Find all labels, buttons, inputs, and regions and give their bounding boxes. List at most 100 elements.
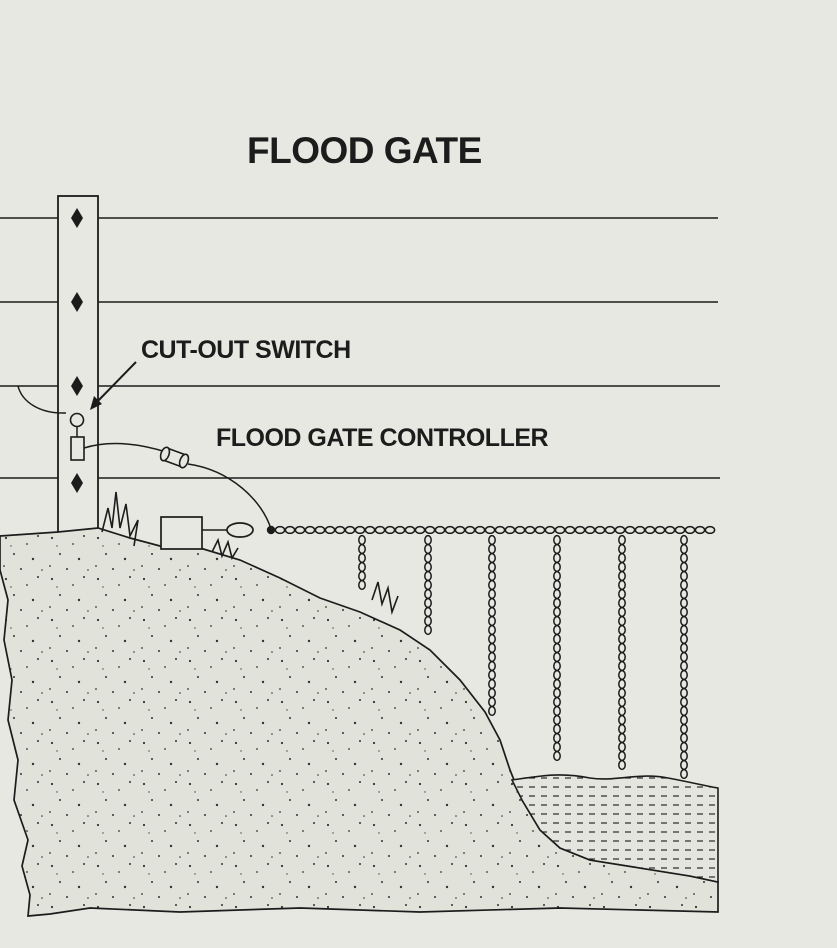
- chain-link: [553, 651, 561, 663]
- chain-link: [618, 759, 626, 771]
- chain-link: [553, 750, 561, 762]
- chain-link: [488, 606, 496, 618]
- chain-link: [684, 525, 696, 535]
- chain-link: [488, 615, 496, 627]
- chain-link: [354, 525, 366, 535]
- water: [510, 774, 719, 883]
- chain-link: [424, 597, 432, 609]
- chain-link: [474, 525, 486, 535]
- chain-link: [618, 687, 626, 699]
- chain-link: [574, 525, 586, 535]
- chain-link: [614, 525, 626, 535]
- chain-link: [618, 561, 626, 573]
- chain-link: [553, 687, 561, 699]
- chain-link: [680, 570, 688, 582]
- chain-link: [680, 723, 688, 735]
- chain-link: [504, 525, 516, 535]
- chain-link: [488, 687, 496, 699]
- chain-link: [488, 561, 496, 573]
- chain-link: [680, 579, 688, 591]
- chain-link: [618, 570, 626, 582]
- chain-link: [680, 678, 688, 690]
- chain-link: [680, 642, 688, 654]
- chain-link: [553, 597, 561, 609]
- chain-link: [680, 732, 688, 744]
- chain-link: [680, 624, 688, 636]
- hanging-chain: [488, 534, 496, 717]
- hanging-chain: [618, 534, 626, 771]
- chain-link: [444, 525, 456, 535]
- chain-link: [618, 705, 626, 717]
- chain-link: [680, 615, 688, 627]
- chain-link: [680, 759, 688, 771]
- chain-link: [553, 723, 561, 735]
- chain-link: [364, 525, 376, 535]
- hanging-chains: [358, 534, 688, 780]
- chain-link: [674, 525, 686, 535]
- chain-link: [553, 678, 561, 690]
- chain-link: [553, 705, 561, 717]
- chain-link: [488, 696, 496, 708]
- chain-link: [680, 633, 688, 645]
- chain-link: [564, 525, 576, 535]
- chain-link: [553, 570, 561, 582]
- chain-link: [484, 525, 496, 535]
- chain-link: [618, 552, 626, 564]
- chain-link: [618, 615, 626, 627]
- controller-lead-wire: [83, 442, 167, 453]
- chain-link: [488, 588, 496, 600]
- chain-link: [618, 579, 626, 591]
- hanging-chain: [424, 534, 432, 636]
- chain-link: [304, 525, 316, 535]
- chain-link: [553, 624, 561, 636]
- chain-link: [634, 525, 646, 535]
- chain-link: [680, 597, 688, 609]
- chain-link: [553, 633, 561, 645]
- chain-link: [374, 525, 386, 535]
- chain-link: [594, 525, 606, 535]
- chain-link: [534, 525, 546, 535]
- chain-link: [618, 723, 626, 735]
- chain-link: [424, 552, 432, 564]
- chain-link: [553, 552, 561, 564]
- chain-link: [344, 525, 356, 535]
- chain-link: [488, 579, 496, 591]
- chain-link: [488, 624, 496, 636]
- insulator: [71, 376, 83, 396]
- chain-link: [680, 687, 688, 699]
- chain-link: [680, 750, 688, 762]
- chain-link: [680, 651, 688, 663]
- chain-link: [618, 678, 626, 690]
- chain-link: [358, 543, 366, 555]
- chain-link: [553, 606, 561, 618]
- chain-link: [680, 543, 688, 555]
- chain-link: [584, 525, 596, 535]
- chain-link: [680, 705, 688, 717]
- chain-link: [454, 525, 466, 535]
- chain-link: [284, 525, 296, 535]
- gate-lead-wire: [187, 463, 272, 530]
- chain-link: [314, 525, 326, 535]
- chain-link: [618, 624, 626, 636]
- chain-link: [394, 525, 406, 535]
- chain-link: [358, 579, 366, 591]
- cut-out-switch-label: CUT-OUT SWITCH: [141, 336, 351, 364]
- chain-link: [274, 525, 286, 535]
- chain-link: [424, 534, 432, 546]
- chain-link: [553, 669, 561, 681]
- insulators: [71, 208, 83, 493]
- chain-link: [553, 561, 561, 573]
- chain-link: [694, 525, 706, 535]
- flood-gate-controller-label: FLOOD GATE CONTROLLER: [216, 424, 549, 452]
- grass-tufts: [101, 491, 399, 616]
- chain-link: [384, 525, 396, 535]
- chain-link: [488, 651, 496, 663]
- chain-link: [404, 525, 416, 535]
- chain-link: [618, 714, 626, 726]
- chain-link: [618, 633, 626, 645]
- chain-link: [488, 660, 496, 672]
- chain-link: [488, 642, 496, 654]
- chain-link: [424, 525, 436, 535]
- insulator: [71, 473, 83, 493]
- chain-link: [514, 525, 526, 535]
